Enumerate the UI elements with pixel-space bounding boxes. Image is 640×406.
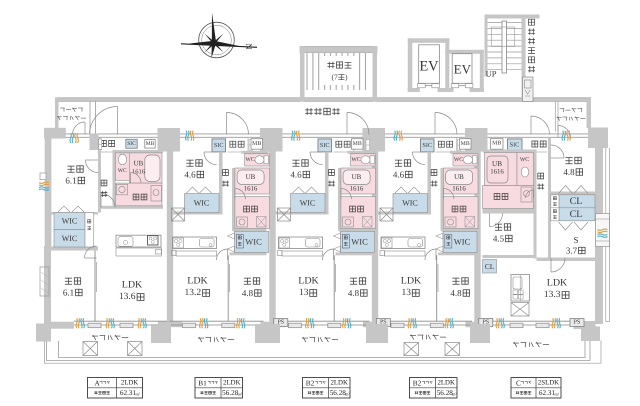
svg-text:13.2: 13.2 — [184, 288, 201, 298]
svg-text:B2: B2 — [306, 378, 315, 387]
svg-text:2LDK: 2LDK — [223, 379, 240, 386]
svg-text:1616: 1616 — [132, 169, 146, 176]
svg-text:62.31: 62.31 — [120, 389, 137, 397]
svg-text:1616: 1616 — [350, 186, 364, 193]
svg-text:13.6: 13.6 — [119, 292, 136, 302]
svg-text:62.31: 62.31 — [539, 389, 556, 397]
svg-text:MB: MB — [492, 141, 501, 147]
svg-text:B1: B1 — [198, 378, 207, 387]
svg-text:UB: UB — [352, 173, 362, 181]
svg-text:UB: UB — [454, 173, 464, 181]
svg-text:S: S — [573, 235, 578, 245]
svg-text:4.8: 4.8 — [563, 167, 575, 177]
svg-text:LDK: LDK — [547, 278, 568, 289]
svg-text:UB: UB — [246, 173, 256, 181]
svg-text:LDK: LDK — [298, 276, 319, 287]
svg-text:SIC: SIC — [214, 142, 224, 149]
svg-text:4.6: 4.6 — [184, 170, 196, 180]
svg-text:WIC: WIC — [454, 237, 471, 247]
svg-text:4.5: 4.5 — [493, 234, 505, 244]
svg-text:m²: m² — [238, 392, 243, 397]
svg-text:EV: EV — [454, 62, 472, 77]
svg-text:UP: UP — [486, 69, 497, 79]
svg-text:1616: 1616 — [490, 169, 504, 176]
svg-text:6.1: 6.1 — [65, 176, 76, 186]
svg-text:WC: WC — [118, 168, 127, 174]
svg-text:CL: CL — [485, 262, 495, 271]
svg-text:WIC: WIC — [351, 237, 368, 247]
svg-text:6.1: 6.1 — [63, 288, 74, 298]
svg-text:WIC: WIC — [245, 237, 262, 247]
svg-text:(7: (7 — [331, 73, 337, 82]
svg-text:m²: m² — [345, 392, 350, 397]
svg-text:): ) — [345, 73, 348, 82]
svg-text:13: 13 — [401, 288, 411, 298]
svg-text:WC: WC — [520, 157, 529, 163]
svg-text:WIC: WIC — [62, 217, 78, 226]
svg-text:56.28: 56.28 — [222, 389, 239, 397]
svg-text:1616: 1616 — [452, 186, 466, 193]
svg-text:MB: MB — [146, 141, 155, 147]
svg-text:m²: m² — [452, 392, 457, 397]
svg-text:56.28: 56.28 — [330, 389, 347, 397]
svg-text:m²: m² — [135, 392, 140, 397]
svg-text:4.8: 4.8 — [242, 288, 254, 298]
svg-text:WC: WC — [454, 157, 463, 163]
svg-text:13.3: 13.3 — [544, 290, 561, 300]
svg-text:C: C — [516, 378, 521, 387]
svg-text:WC: WC — [351, 157, 360, 163]
svg-text:m²: m² — [554, 392, 559, 397]
svg-text:CL: CL — [570, 196, 583, 207]
svg-text:WIC: WIC — [62, 234, 78, 243]
svg-text:13: 13 — [299, 288, 309, 298]
svg-text:2SLDK: 2SLDK — [538, 379, 559, 386]
svg-text:UB: UB — [134, 160, 144, 168]
svg-text:SIC: SIC — [510, 142, 520, 149]
svg-text:WIC: WIC — [402, 199, 418, 208]
svg-text:UB: UB — [492, 160, 502, 168]
svg-text:4.8: 4.8 — [450, 288, 462, 298]
svg-text:PS: PS — [574, 320, 581, 326]
svg-text:PS: PS — [277, 320, 284, 326]
svg-text:56.28: 56.28 — [437, 389, 454, 397]
svg-text:4.6: 4.6 — [393, 170, 405, 180]
svg-text:4.8: 4.8 — [348, 288, 360, 298]
svg-text:A: A — [95, 378, 101, 387]
svg-text:B2: B2 — [413, 378, 422, 387]
svg-text:PS: PS — [380, 320, 387, 326]
svg-text:PS: PS — [482, 320, 489, 326]
svg-text:CL: CL — [570, 209, 583, 220]
svg-text:2LDK: 2LDK — [438, 379, 455, 386]
svg-text:MB: MB — [353, 141, 362, 147]
svg-text:SIC: SIC — [320, 142, 330, 149]
svg-text:LDK: LDK — [401, 276, 422, 287]
svg-text:SIC: SIC — [422, 142, 432, 149]
svg-text:LDK: LDK — [122, 280, 143, 291]
svg-text:EV: EV — [419, 59, 439, 75]
svg-text:SIC: SIC — [127, 141, 136, 147]
svg-text:3.7: 3.7 — [566, 246, 578, 256]
svg-text:4.6: 4.6 — [290, 170, 302, 180]
svg-text:MB: MB — [461, 141, 470, 147]
svg-text:WC: WC — [245, 157, 254, 163]
svg-text:N: N — [244, 43, 254, 49]
svg-text:WIC: WIC — [300, 199, 316, 208]
svg-text:WIC: WIC — [194, 199, 210, 208]
svg-text:1616: 1616 — [244, 186, 258, 193]
svg-text:2LDK: 2LDK — [331, 379, 348, 386]
svg-text:LDK: LDK — [187, 276, 208, 287]
svg-text:2LDK: 2LDK — [121, 379, 138, 386]
svg-text:MB: MB — [252, 141, 261, 147]
